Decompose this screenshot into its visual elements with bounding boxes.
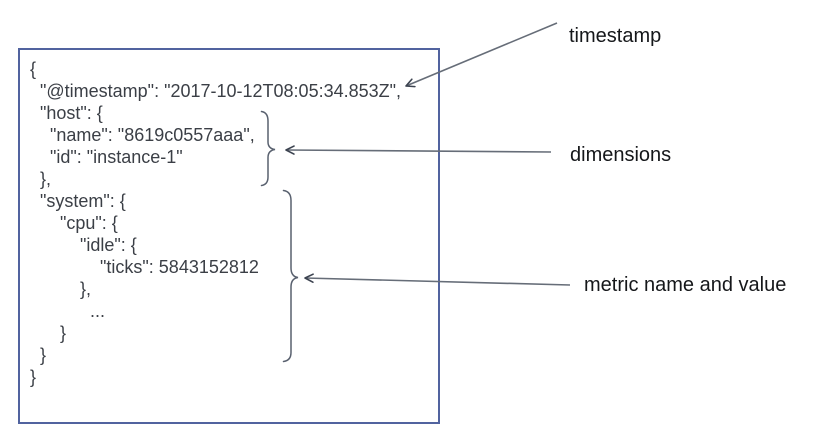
json-document-box bbox=[18, 48, 440, 424]
dimensions-label: dimensions bbox=[570, 144, 672, 166]
timestamp-label: timestamp bbox=[569, 25, 662, 47]
json-code: { "@timestamp": "2017-10-12T08:05:34.853… bbox=[30, 59, 402, 387]
metric-name-and-value-label: metric name and value bbox=[584, 274, 787, 296]
